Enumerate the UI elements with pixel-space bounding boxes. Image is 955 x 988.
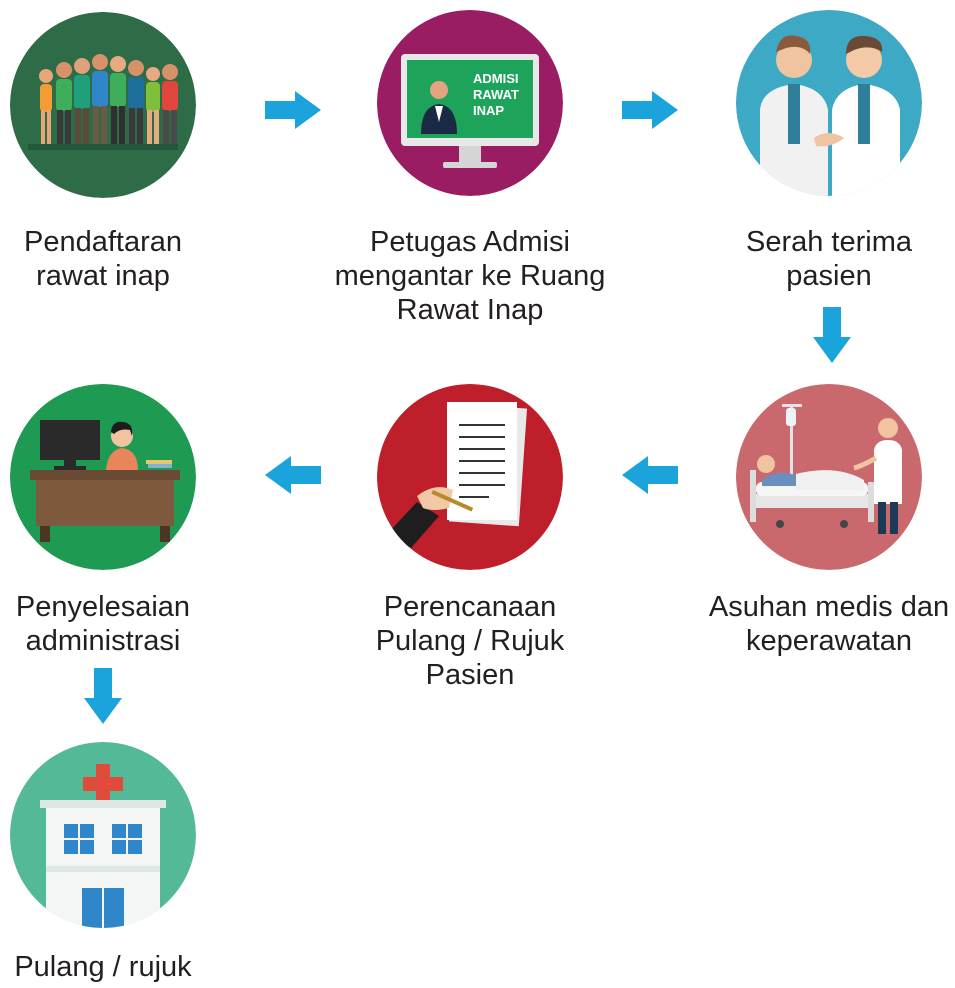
step-2-label: Petugas Admisi mengantar ke Ruang Rawat … [320,225,620,327]
monitor-admisi-icon [377,10,563,196]
arrow-right-icon [622,91,678,129]
arrow-left-icon [622,456,678,494]
step-5-label-line: Perencanaan [383,591,557,623]
doctors-handshake-icon [736,10,922,196]
step-1-label: Pendaftaran rawat inap [3,225,203,293]
step-5-label-line: Pasien [425,659,515,691]
step-3-circle [736,10,922,196]
step-6-label-line: administrasi [25,625,181,657]
screen-text-line: RAWAT [473,87,519,102]
step-6-label-line: Penyelesaian [15,591,191,623]
step-1-circle [10,12,196,198]
arrow-down-icon [813,307,851,363]
arrow-down-icon [84,668,122,724]
step-3-label-line: pasien [786,260,872,292]
step-2-label-line: Rawat Inap [396,294,544,326]
screen-text-line: INAP [473,103,505,118]
screen-text-line: ADMISI [473,71,519,86]
step-1-label-line: rawat inap [36,260,170,292]
admin-desk-icon [10,384,196,570]
step-6-label: Penyelesaian administrasi [0,590,206,658]
step-4-label: Asuhan medis dan keperawatan [694,590,955,658]
step-3-label: Serah terima pasien [719,225,939,293]
step-2-circle [377,10,563,196]
hospital-building-icon [10,742,196,928]
step-5-label-line: Pulang / Rujuk [375,625,565,657]
monitor-screen-text: ADMISI RAWAT INAP [473,71,543,119]
step-5-label: Perencanaan Pulang / Rujuk Pasien [345,590,595,692]
arrow-left-icon [265,456,321,494]
step-7-label: Pulang / rujuk [0,950,206,984]
crowd-icon [10,12,196,198]
step-3-label-line: Serah terima [745,226,912,258]
arrow-right-icon [265,91,321,129]
step-4-label-line: keperawatan [745,625,913,657]
step-6-circle [10,384,196,570]
step-7-circle [10,742,196,928]
step-1-label-line: Pendaftaran [23,226,182,258]
step-5-circle [377,384,563,570]
step-4-label-line: Asuhan medis dan [708,591,950,623]
signing-document-icon [377,384,563,570]
step-4-circle [736,384,922,570]
step-7-label-line: Pulang / rujuk [14,951,192,983]
step-2-label-line: Petugas Admisi [370,226,570,258]
step-2-label-line: mengantar ke Ruang [334,260,606,292]
hospital-bed-icon [736,384,922,570]
